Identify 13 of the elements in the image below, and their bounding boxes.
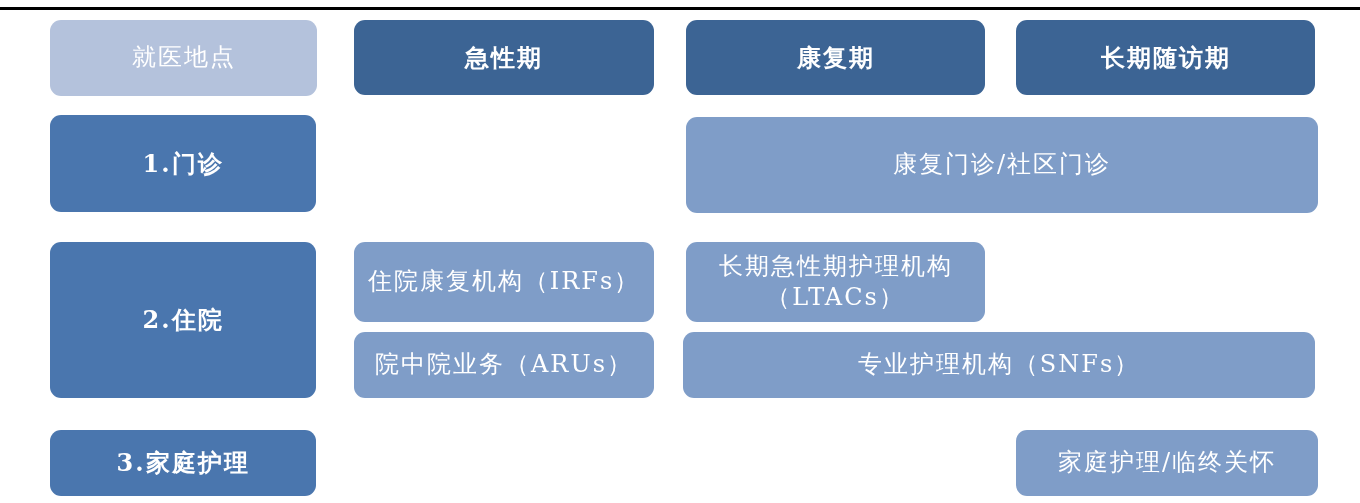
service-box: 院中院业务（ARUs） — [354, 332, 654, 398]
header-box: 就医地点 — [50, 20, 317, 96]
category-box: 1.门诊 — [50, 115, 316, 212]
category-box: 3.家庭护理 — [50, 430, 316, 496]
service-box: 长期急性期护理机构（LTACs） — [686, 242, 985, 322]
service-box: 家庭护理/临终关怀 — [1016, 430, 1318, 496]
service-box: 住院康复机构（IRFs） — [354, 242, 654, 322]
service-box: 康复门诊/社区门诊 — [686, 117, 1318, 213]
category-box: 2.住院 — [50, 242, 316, 398]
header-box: 康复期 — [686, 20, 985, 95]
service-box: 专业护理机构（SNFs） — [683, 332, 1315, 398]
header-box: 急性期 — [354, 20, 654, 95]
header-box: 长期随访期 — [1016, 20, 1315, 95]
